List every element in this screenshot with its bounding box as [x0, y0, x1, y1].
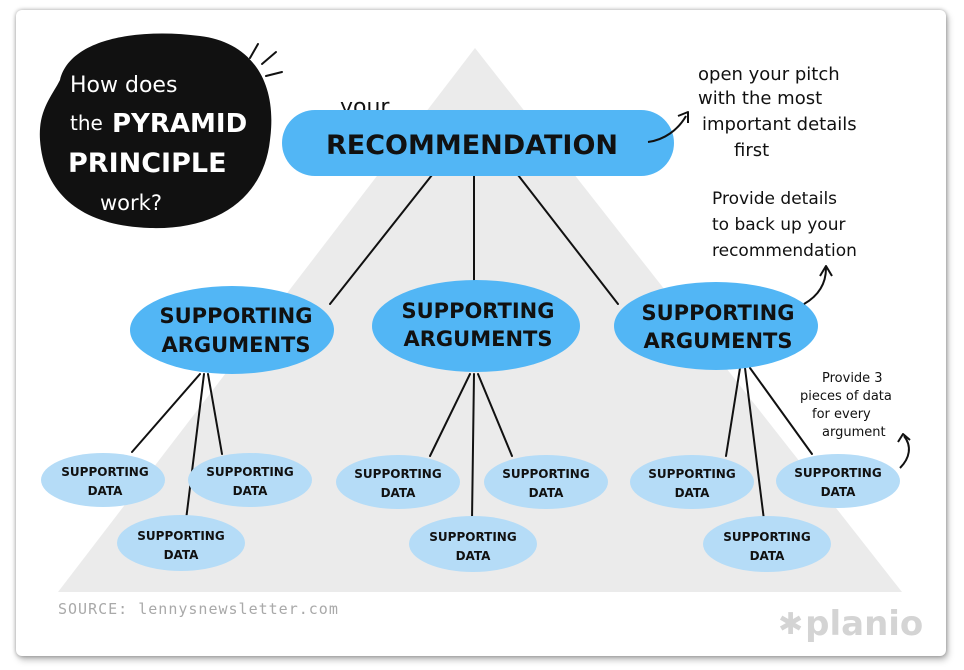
question-line2-bold: PYRAMID: [112, 109, 247, 139]
connector-lines: [131, 174, 813, 521]
note-line: Provide details: [712, 189, 837, 209]
note-line: for every: [812, 407, 871, 422]
data-line1: SUPPORTING: [502, 467, 589, 481]
note-line: recommendation: [712, 241, 857, 261]
note-line: Provide 3: [822, 371, 883, 386]
data-line2: DATA: [529, 486, 565, 500]
data-line2: DATA: [750, 549, 786, 563]
data-node: SUPPORTING DATA: [776, 454, 900, 508]
arrow-icon: [899, 435, 910, 469]
note-line: open your pitch: [698, 64, 840, 85]
data-line2: DATA: [456, 549, 492, 563]
note-bottom: Provide 3 pieces of data for every argum…: [800, 371, 911, 469]
data-line2: DATA: [821, 485, 857, 499]
data-line2: DATA: [88, 484, 124, 498]
data-line1: SUPPORTING: [206, 465, 293, 479]
data-line1: SUPPORTING: [61, 465, 148, 479]
argument-node: SUPPORTING ARGUMENTS: [614, 282, 818, 370]
recommendation-node: your RECOMMENDATION: [282, 95, 674, 176]
data-node: SUPPORTING DATA: [630, 455, 754, 509]
question-line1: How does: [70, 73, 177, 98]
data-line1: SUPPORTING: [354, 467, 441, 481]
argument-node: SUPPORTING ARGUMENTS: [130, 286, 334, 374]
brand-name: planio: [805, 604, 924, 644]
asterisk-icon: ✱: [778, 606, 804, 642]
argument-line1: SUPPORTING: [160, 304, 313, 328]
data-line1: SUPPORTING: [429, 530, 516, 544]
note-middle: Provide details to back up your recommen…: [712, 189, 857, 305]
data-node: SUPPORTING DATA: [703, 516, 831, 572]
argument-line2: ARGUMENTS: [162, 333, 311, 357]
data-node: SUPPORTING DATA: [41, 453, 165, 507]
data-line1: SUPPORTING: [648, 467, 735, 481]
question-line2-prefix: the: [70, 111, 103, 135]
note-line: to back up your: [712, 215, 845, 235]
arrow-icon: [803, 267, 827, 305]
data-line2: DATA: [675, 486, 711, 500]
note-line: pieces of data: [800, 389, 892, 404]
data-line1: SUPPORTING: [794, 466, 881, 480]
argument-line1: SUPPORTING: [402, 299, 555, 323]
note-line: argument: [822, 425, 886, 440]
data-node: SUPPORTING DATA: [336, 455, 460, 509]
data-node: SUPPORTING DATA: [484, 455, 608, 509]
argument-line1: SUPPORTING: [642, 301, 795, 325]
argument-node: SUPPORTING ARGUMENTS: [372, 280, 580, 372]
data-node: SUPPORTING DATA: [117, 515, 245, 571]
question-bubble: How does the PYRAMID PRINCIPLE work?: [39, 33, 283, 229]
note-line: important details: [702, 114, 857, 135]
question-line3: PRINCIPLE: [68, 148, 227, 179]
data-node: SUPPORTING DATA: [409, 516, 537, 572]
data-line1: SUPPORTING: [723, 530, 810, 544]
data-line1: SUPPORTING: [137, 529, 224, 543]
argument-line2: ARGUMENTS: [644, 329, 793, 353]
arrow-icon: [647, 115, 687, 143]
data-line2: DATA: [233, 484, 269, 498]
note-line: first: [734, 140, 769, 161]
data-line2: DATA: [164, 548, 200, 562]
data-node: SUPPORTING DATA: [188, 453, 312, 507]
note-line: with the most: [698, 88, 822, 109]
note-top: open your pitch with the most important …: [647, 64, 857, 161]
data-line2: DATA: [381, 486, 417, 500]
argument-line2: ARGUMENTS: [404, 327, 553, 351]
source-credit: SOURCE: lennysnewsletter.com: [58, 600, 339, 618]
brand-logo: ✱ planio: [778, 604, 923, 644]
recommendation-label: RECOMMENDATION: [326, 130, 618, 161]
question-line4: work?: [100, 191, 162, 215]
